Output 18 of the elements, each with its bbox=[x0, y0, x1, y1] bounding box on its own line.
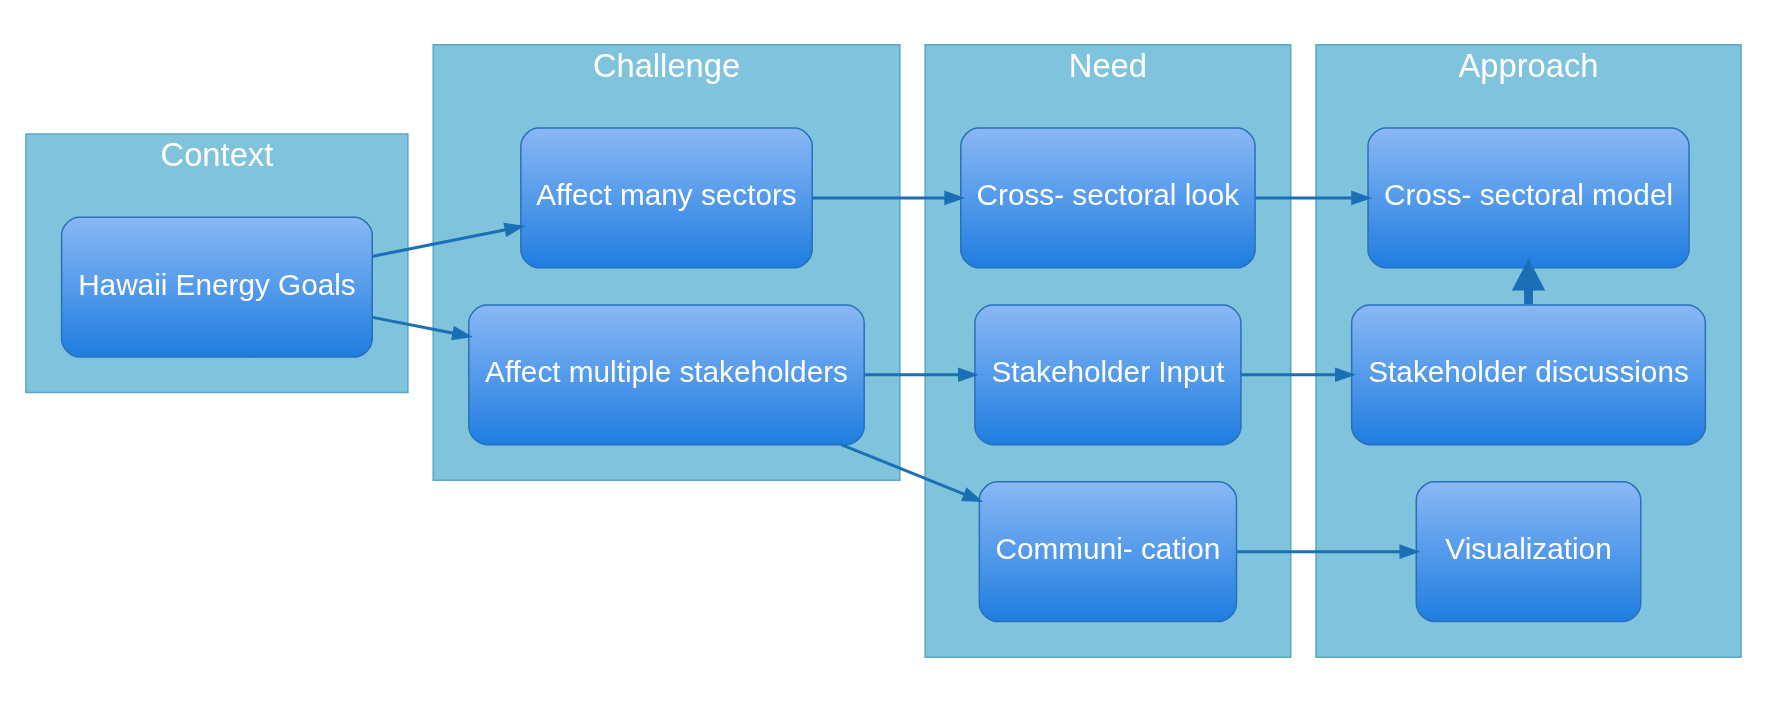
arrow bbox=[1237, 544, 1421, 559]
arrow bbox=[372, 315, 473, 341]
node-box: Hawaii Energy Goals bbox=[60, 216, 373, 358]
node-box: Cross- sectoral look bbox=[960, 127, 1256, 269]
arrow bbox=[372, 222, 526, 258]
arrow bbox=[1240, 367, 1356, 383]
arrow bbox=[864, 367, 979, 383]
node-box: Cross- sectoral model bbox=[1367, 127, 1690, 269]
arrow bbox=[840, 443, 984, 502]
node-box: Stakeholder Input bbox=[974, 304, 1242, 446]
node-box: Affect many sectors bbox=[520, 127, 813, 269]
node-box: Affect multiple stakeholders bbox=[468, 304, 865, 446]
node-box: Stakeholder discussions bbox=[1350, 304, 1707, 446]
node-box: Visualization bbox=[1415, 481, 1642, 623]
arrow bbox=[1255, 190, 1373, 206]
node-box: Communi- cation bbox=[978, 481, 1238, 623]
arrow bbox=[1511, 258, 1546, 305]
arrow bbox=[812, 190, 966, 206]
